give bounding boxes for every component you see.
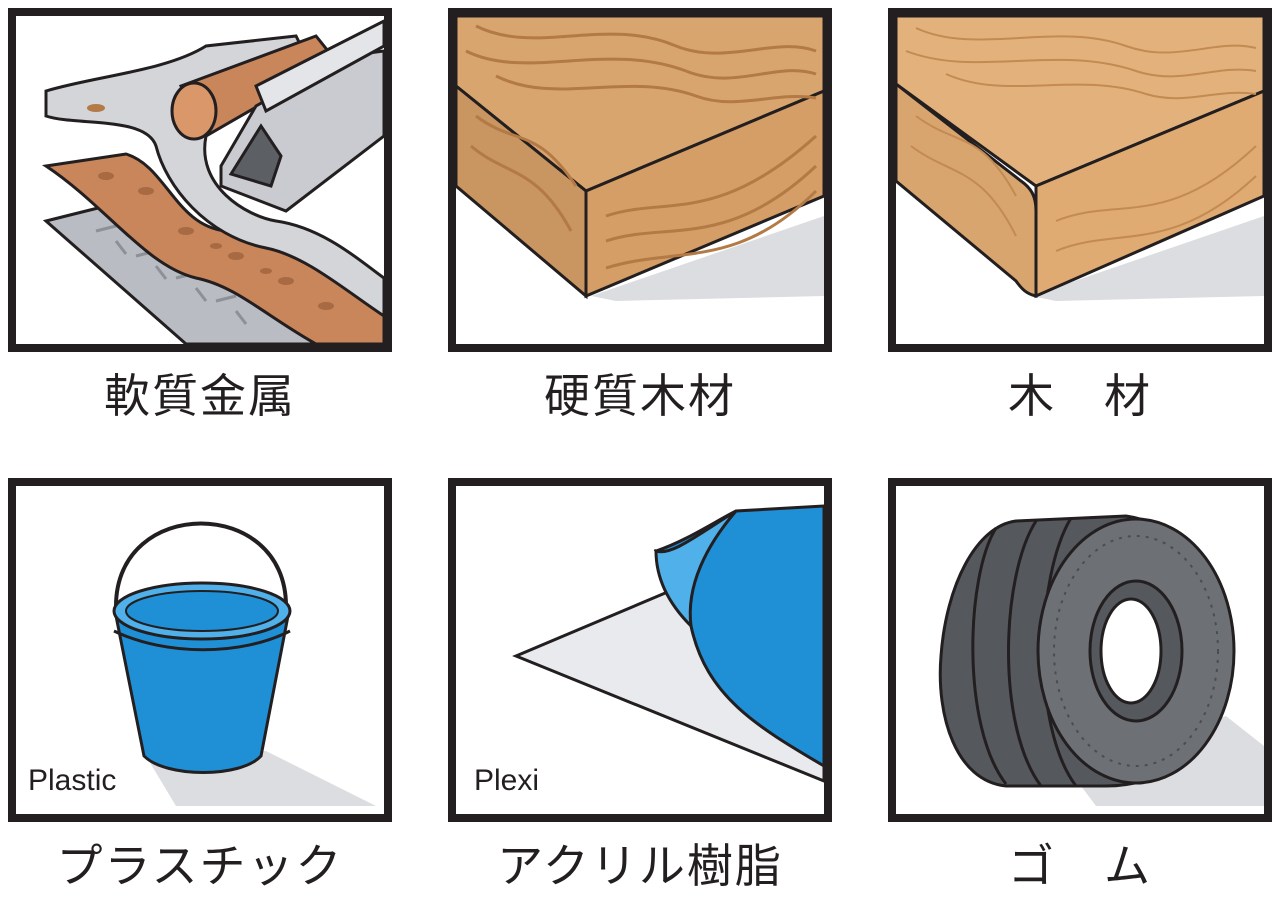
caption-rubber: ゴ ム xyxy=(1008,839,1152,893)
material-tile-soft-metal xyxy=(8,8,392,352)
rubber-tire-icon xyxy=(938,514,1264,806)
caption-plastic: プラスチック xyxy=(56,839,344,893)
plastic-bucket-icon xyxy=(112,521,376,806)
tile-label-plastic: Plastic xyxy=(28,764,117,797)
caption-soft-metal: 軟質金属 xyxy=(104,369,296,423)
caption-acrylic: アクリル樹脂 xyxy=(497,839,783,893)
material-tile-plastic: Plastic xyxy=(8,478,392,822)
material-tile-rubber xyxy=(888,478,1272,822)
hardwood-icon xyxy=(456,16,824,301)
caption-wood: 木 材 xyxy=(1008,369,1152,423)
soft-metal-icon xyxy=(41,19,384,344)
acrylic-sheet-icon xyxy=(512,504,824,783)
tile-label-acrylic: Plexi xyxy=(474,764,540,797)
wood-icon xyxy=(896,16,1264,301)
caption-hardwood: 硬質木材 xyxy=(544,369,736,423)
material-tile-acrylic: Plexi xyxy=(448,478,832,822)
material-tile-hardwood xyxy=(448,8,832,352)
material-tile-wood xyxy=(888,8,1272,352)
